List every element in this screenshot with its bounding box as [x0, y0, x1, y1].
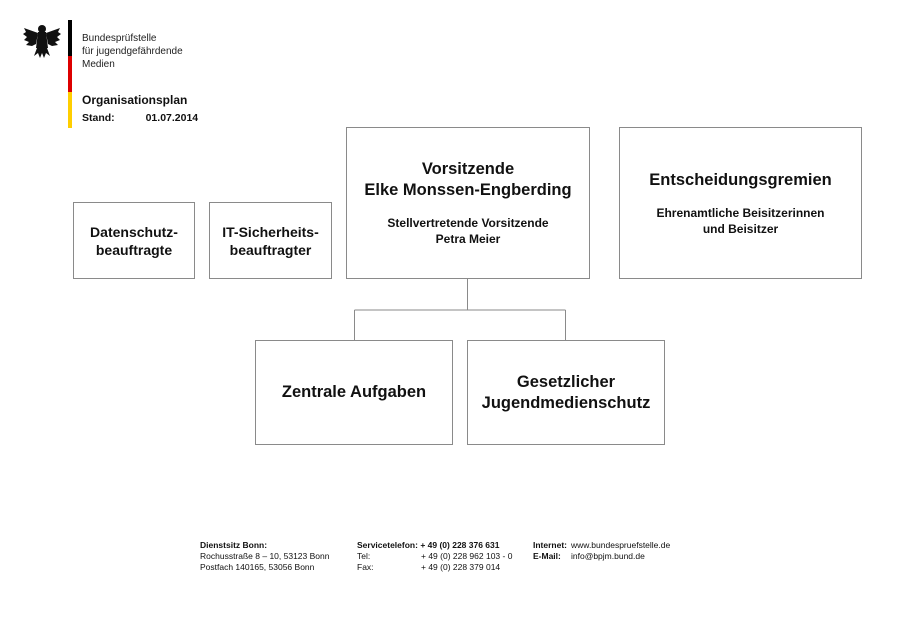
footer-po-box: Postfach 140165, 53056 Bonn — [200, 562, 315, 572]
footer-label: Dienstsitz Bonn: — [200, 540, 268, 550]
footer-label: Internet: — [533, 540, 567, 550]
federal-eagle-icon — [23, 25, 61, 58]
page-title: Organisationsplan — [82, 93, 188, 107]
box-decision-bodies: Entscheidungsgremien Ehrenamtliche Beisi… — [619, 127, 862, 279]
stand-label: Stand: — [82, 112, 115, 124]
box-title: Gesetzlicher — [516, 372, 616, 391]
deputy-title: Stellvertretende Vorsitzende — [387, 216, 549, 230]
chairwoman-name: Elke Monssen-Engberding — [364, 181, 572, 199]
box-datenschutz: Datenschutz- beauftragte — [73, 202, 195, 279]
footer-label: E-Mail: — [533, 551, 561, 561]
footer-label: Tel: — [357, 551, 371, 561]
box-label: beauftragte — [95, 241, 173, 258]
footer-web: Internet: www.bundespruefstelle.de E-Mail… — [533, 540, 670, 562]
service-phone: + 49 (0) 228 376 631 — [420, 540, 500, 550]
email-link[interactable]: info@bpjm.bund.de — [571, 551, 645, 561]
tel-number: + 49 (0) 228 962 103 - 0 — [421, 551, 513, 561]
organization-name: Bundesprüfstelle für jugendgefährdende M… — [82, 32, 183, 71]
box-title: Jugendmedienschutz — [481, 393, 651, 412]
stand-line: Stand: 01.07.2014 — [82, 112, 198, 124]
box-label: Ehrenamtliche Beisitzerinnen — [656, 205, 825, 220]
org-name-line: Bundesprüfstelle — [82, 33, 157, 44]
box-it-security: IT-Sicherheits- beauftragter — [209, 202, 332, 279]
deputy-name: Petra Meier — [435, 232, 501, 246]
footer-phone: Servicetelefon: + 49 (0) 228 376 631 Tel… — [357, 540, 512, 573]
fax-number: + 49 (0) 228 379 014 — [421, 562, 501, 572]
box-label: und Beisitzer — [702, 221, 779, 236]
footer-address: Dienstsitz Bonn: Rochusstraße 8 – 10, 53… — [200, 540, 329, 573]
box-youth-media-protection: Gesetzlicher Jugendmedienschutz — [467, 340, 665, 445]
box-central-tasks: Zentrale Aufgaben — [255, 340, 453, 445]
flag-bar — [68, 20, 72, 128]
box-title: Entscheidungsgremien — [649, 170, 832, 189]
footer-label: Fax: — [357, 562, 374, 572]
box-label: IT-Sicherheits- — [222, 223, 319, 240]
org-name-line: für jugendgefährdende — [82, 46, 183, 57]
box-label: Datenschutz- — [90, 223, 178, 240]
footer-street: Rochusstraße 8 – 10, 53123 Bonn — [200, 551, 330, 561]
box-title: Vorsitzende — [421, 160, 515, 178]
box-title: Zentrale Aufgaben — [281, 383, 427, 401]
stand-date: 01.07.2014 — [145, 112, 199, 124]
footer-label: Servicetelefon: — [357, 540, 418, 550]
box-label: beauftragter — [229, 241, 312, 258]
box-chairwoman: Vorsitzende Elke Monssen-Engberding Stel… — [346, 127, 590, 279]
org-name-line: Medien — [82, 59, 115, 70]
website-link[interactable]: www.bundespruefstelle.de — [571, 540, 671, 550]
